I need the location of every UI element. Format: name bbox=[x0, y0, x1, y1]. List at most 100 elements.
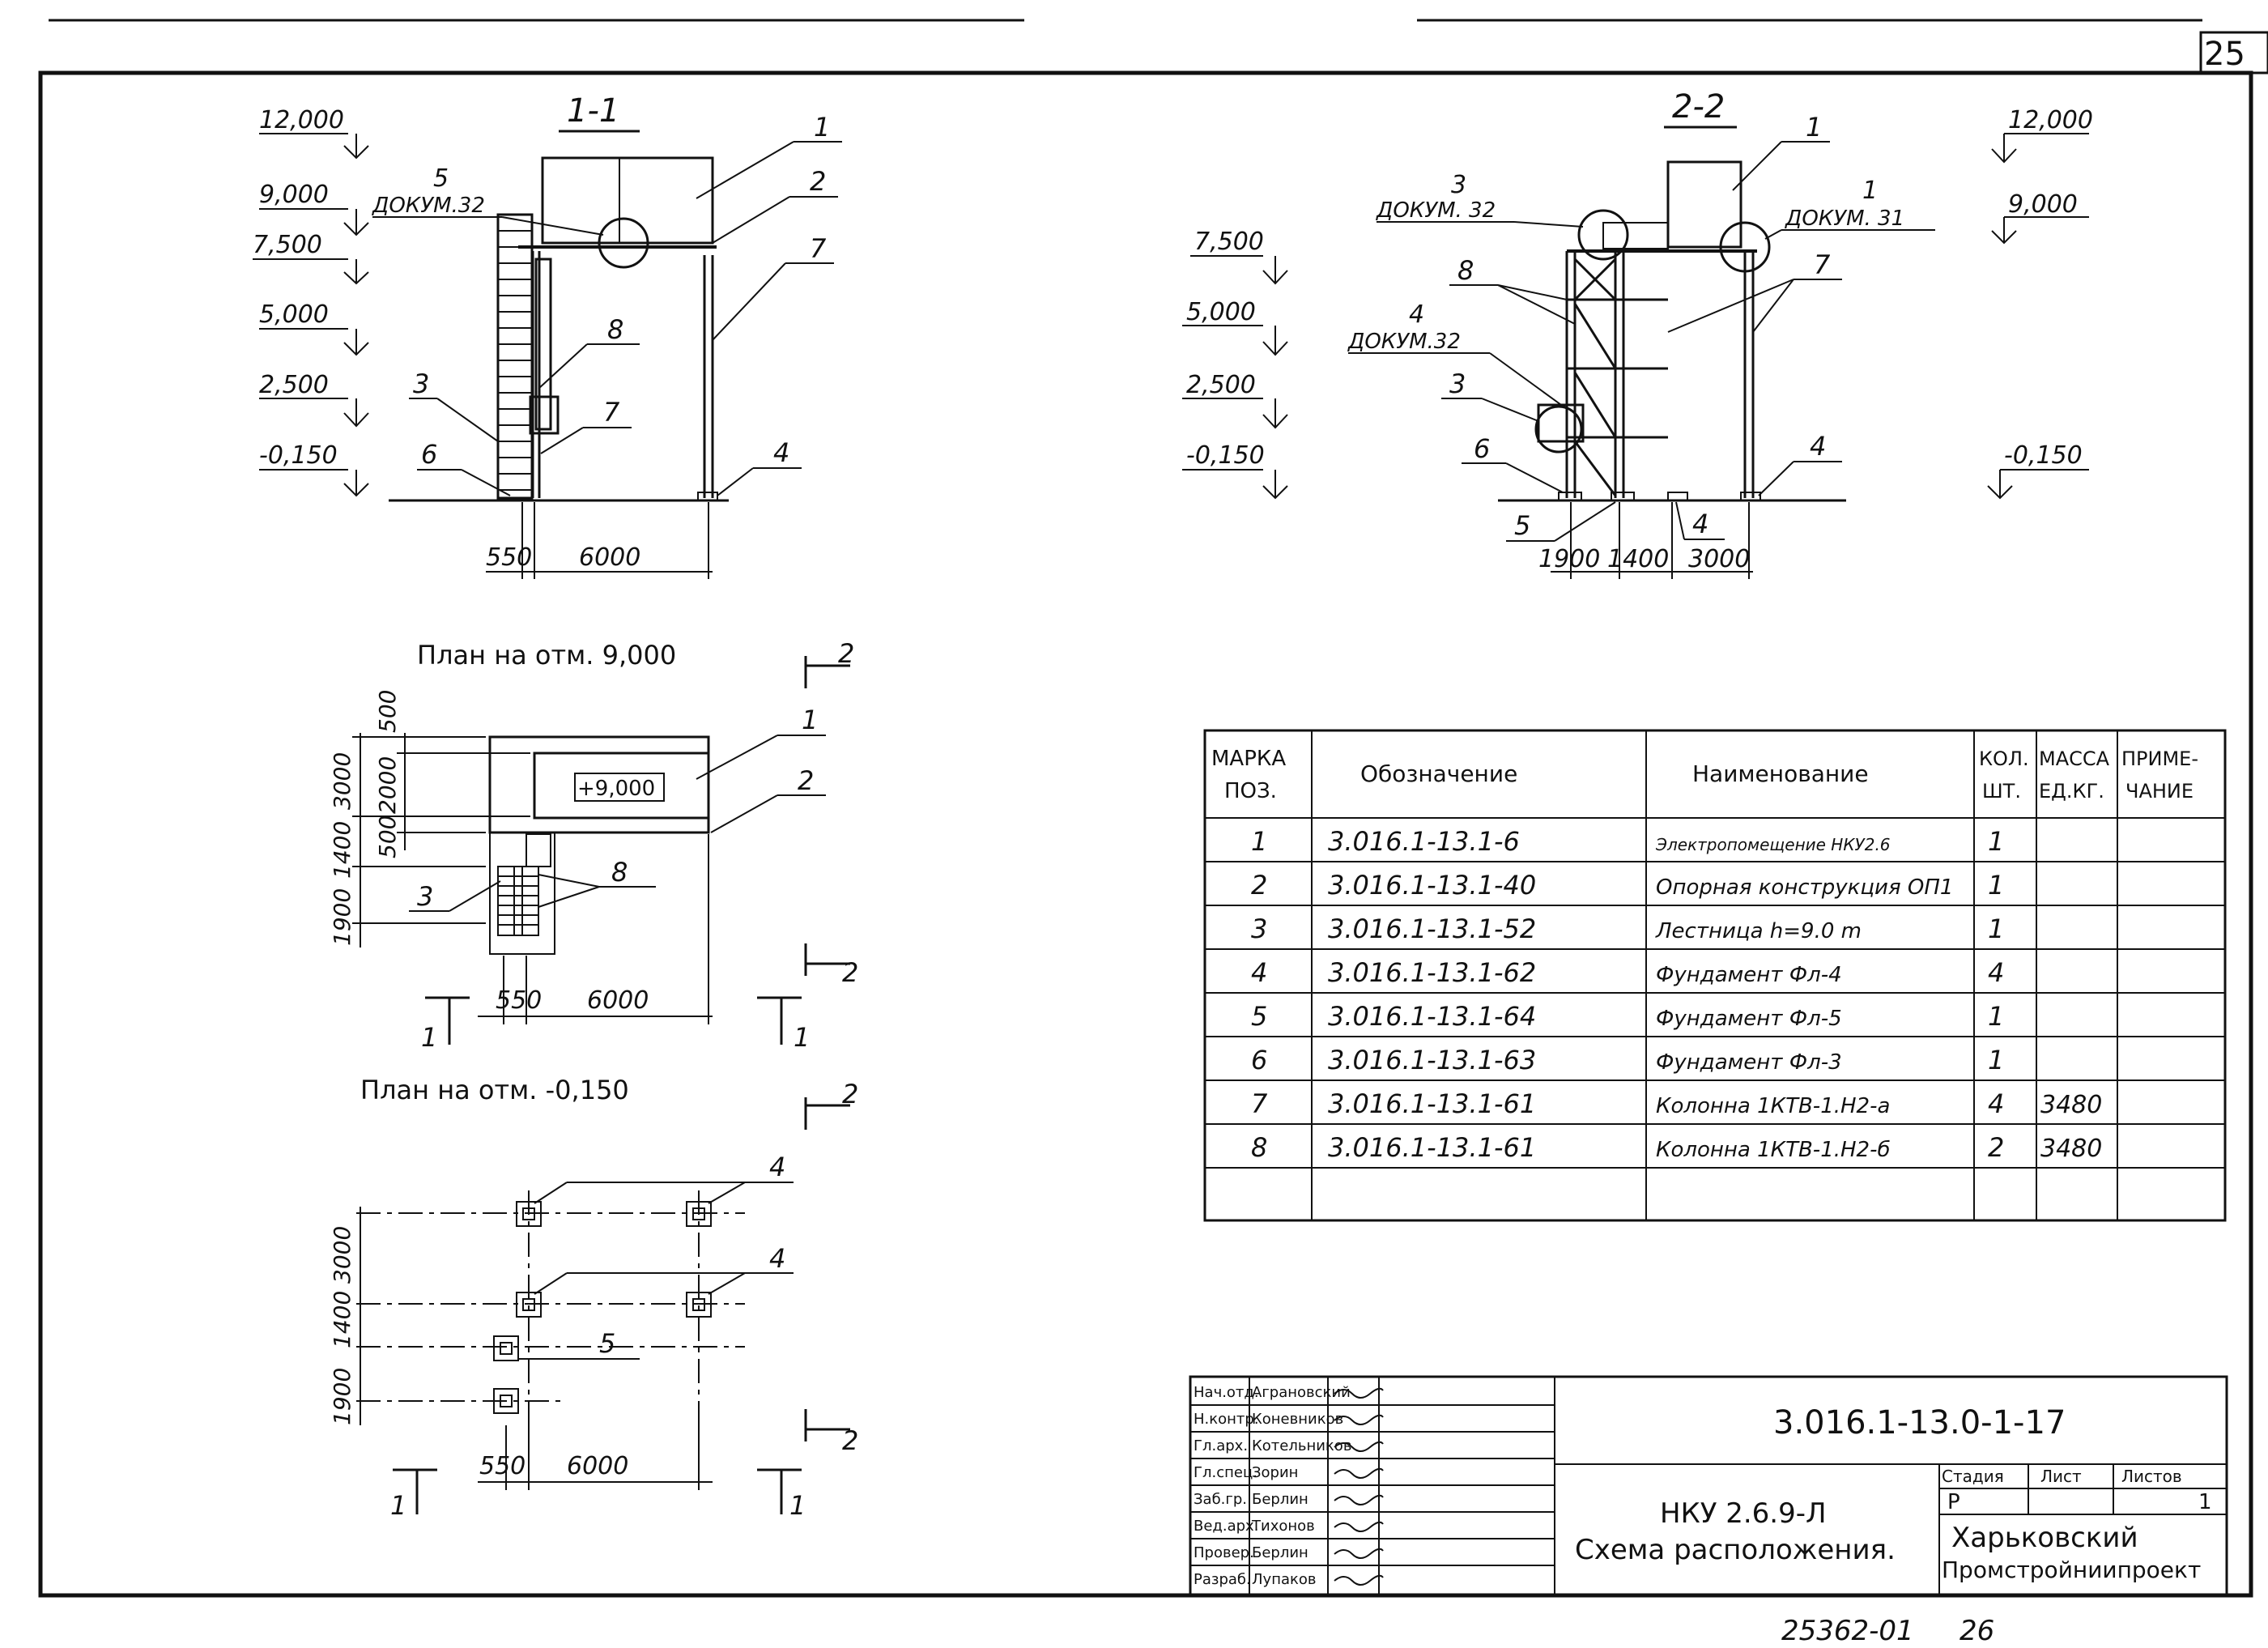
signature-role: Заб.гр. bbox=[1194, 1491, 1247, 1508]
position-label: 5 bbox=[599, 1328, 615, 1359]
spec-cell-qty: 4 bbox=[1988, 1088, 2004, 1119]
level-mark: -0,150 bbox=[1186, 441, 1265, 470]
title-block: Нач.отд.АграновскийН.контр.КоневниковГл.… bbox=[1189, 1375, 2228, 1597]
signature-role: Вед.арх. bbox=[1194, 1518, 1258, 1535]
page-number: 25 bbox=[2204, 36, 2245, 73]
section-1-1-levels: 12,000 9,000 7,500 5,000 2,500 -0,150 bbox=[253, 106, 369, 497]
sheet-label: Лист bbox=[2040, 1467, 2082, 1486]
position-label: 6 bbox=[421, 439, 437, 470]
cut-mark: 1 bbox=[421, 1022, 437, 1053]
spec-cell-name: Лестница h=9.0 m bbox=[1655, 919, 1862, 943]
spec-cell-designation: 3.016.1-13.1-63 bbox=[1328, 1045, 1536, 1075]
dimension-label: 550 bbox=[486, 543, 532, 572]
spec-cell-designation: 3.016.1-13.1-64 bbox=[1328, 1001, 1536, 1032]
cut-mark: 1 bbox=[390, 1490, 406, 1521]
position-label: 3 bbox=[1449, 368, 1466, 399]
signature-mark bbox=[1334, 1467, 1384, 1479]
dimension-label: 500 bbox=[374, 815, 401, 858]
doc-name-line2: Схема расположения. bbox=[1575, 1534, 1896, 1566]
spec-cell-qty: 1 bbox=[1988, 1045, 2004, 1075]
signature-name: Лупаков bbox=[1252, 1571, 1316, 1588]
cut-mark: 2 bbox=[842, 1425, 858, 1456]
sheet-frame bbox=[38, 70, 2253, 1598]
position-label: 2 bbox=[798, 765, 814, 796]
header-name: Наименование bbox=[1692, 760, 1869, 787]
header-note: ПРИМЕ- bbox=[2121, 747, 2198, 770]
dimension-label: 1900 bbox=[329, 1368, 355, 1425]
spec-cell-name: Электропомещение НКУ2.6 bbox=[1655, 835, 1891, 854]
section-1-1: 1-1 12,000 9,000 7,500 5,000 2,500 -0,15… bbox=[253, 92, 842, 579]
signature-name: Котельников bbox=[1252, 1437, 1351, 1454]
stage-label: Стадия bbox=[1942, 1467, 2004, 1486]
section-1-1-title: 1-1 bbox=[567, 92, 619, 130]
signature-mark bbox=[1334, 1548, 1384, 1559]
dimension-label: 1900 bbox=[329, 888, 355, 946]
level-mark: 7,500 bbox=[253, 231, 322, 259]
footer-number: 25362-01 bbox=[1781, 1615, 1914, 1647]
cut-mark: 2 bbox=[838, 638, 854, 669]
cut-mark: 2 bbox=[842, 1079, 858, 1109]
spec-cell-designation: 3.016.1-13.1-6 bbox=[1328, 826, 1520, 857]
spec-cell-mark: 4 bbox=[1251, 957, 1267, 988]
spec-cell-name: Опорная конструкция ОП1 bbox=[1656, 875, 1953, 900]
position-label: 8 bbox=[1457, 255, 1474, 286]
spec-cell-mark: 6 bbox=[1251, 1045, 1267, 1075]
position-label: 6 bbox=[1474, 433, 1490, 464]
plan-9000-title: План на отм. 9,000 bbox=[417, 640, 676, 671]
spec-cell-mass: 3480 bbox=[2040, 1091, 2102, 1119]
signature-mark bbox=[1334, 1521, 1384, 1532]
dimension-label: 2000 bbox=[374, 756, 401, 814]
org-line2: Промстройниипроект bbox=[1942, 1556, 2201, 1583]
signature-role: Разраб. bbox=[1194, 1571, 1251, 1588]
signature-mark bbox=[1334, 1494, 1384, 1505]
dimension-label: 1400 bbox=[329, 821, 355, 879]
spec-cell-designation: 3.016.1-13.1-61 bbox=[1328, 1132, 1536, 1163]
level-mark: 5,000 bbox=[259, 300, 329, 329]
signature-name: Аграновский bbox=[1252, 1384, 1351, 1401]
signature-role: Н.контр. bbox=[1194, 1411, 1259, 1428]
level-mark: 12,000 bbox=[259, 106, 344, 134]
footer-page: 26 bbox=[1960, 1615, 1994, 1647]
spec-cell-mark: 5 bbox=[1251, 1001, 1267, 1032]
spec-cell-name: Фундамент Фл-5 bbox=[1656, 1007, 1842, 1031]
position-label: 3 bbox=[413, 368, 429, 399]
cut-mark: 1 bbox=[794, 1022, 810, 1053]
position-label: 7 bbox=[603, 397, 620, 428]
position-label: 4 bbox=[769, 1243, 785, 1274]
header-mass-2: ЕД.КГ. bbox=[2039, 780, 2104, 803]
dimension-label: 6000 bbox=[587, 986, 649, 1015]
position-label: 4 bbox=[1692, 509, 1708, 539]
dimension-label: 1900 bbox=[1538, 545, 1600, 573]
spec-cell-mark: 3 bbox=[1251, 913, 1267, 944]
signature-name: Тихонов bbox=[1251, 1518, 1315, 1535]
spec-cell-designation: 3.016.1-13.1-52 bbox=[1328, 913, 1536, 944]
header-mass: МАССА bbox=[2039, 747, 2110, 770]
position-label: 8 bbox=[607, 314, 623, 345]
level-box: +9,000 bbox=[577, 777, 655, 801]
signature-role: Провер. bbox=[1194, 1544, 1254, 1561]
header-mark: МАРКА bbox=[1211, 747, 1286, 771]
spec-cell-name: Фундамент Фл-3 bbox=[1656, 1050, 1842, 1075]
dimension-label: 6000 bbox=[579, 543, 640, 572]
position-label: 4 bbox=[1810, 431, 1826, 462]
signature-name: Берлин bbox=[1252, 1544, 1308, 1561]
spec-cell-name: Колонна 1КТВ-1.Н2-б bbox=[1656, 1138, 1891, 1162]
signature-name: Коневников bbox=[1252, 1411, 1343, 1428]
signature-mark bbox=[1334, 1387, 1384, 1399]
doc-code: 3.016.1-13.0-1-17 bbox=[1773, 1404, 2066, 1441]
signature-mark bbox=[1334, 1574, 1384, 1586]
callout-doc: ДОКУМ. 32 bbox=[1376, 198, 1496, 223]
level-mark: -0,150 bbox=[259, 441, 338, 470]
level-mark: 5,000 bbox=[1186, 298, 1256, 326]
cut-mark: 1 bbox=[789, 1490, 806, 1521]
position-label: 4 bbox=[769, 1152, 785, 1182]
header-qty: КОЛ. bbox=[1979, 747, 2029, 770]
signature-role: Нач.отд. bbox=[1194, 1384, 1259, 1401]
level-mark: 9,000 bbox=[2008, 190, 2078, 219]
signature-name: Берлин bbox=[1252, 1491, 1308, 1508]
spec-cell-qty: 1 bbox=[1988, 870, 2004, 901]
header-note-2: ЧАНИЕ bbox=[2125, 780, 2194, 803]
org-line1: Харьковский bbox=[1951, 1522, 2138, 1554]
dimension-label: 3000 bbox=[1688, 545, 1750, 573]
